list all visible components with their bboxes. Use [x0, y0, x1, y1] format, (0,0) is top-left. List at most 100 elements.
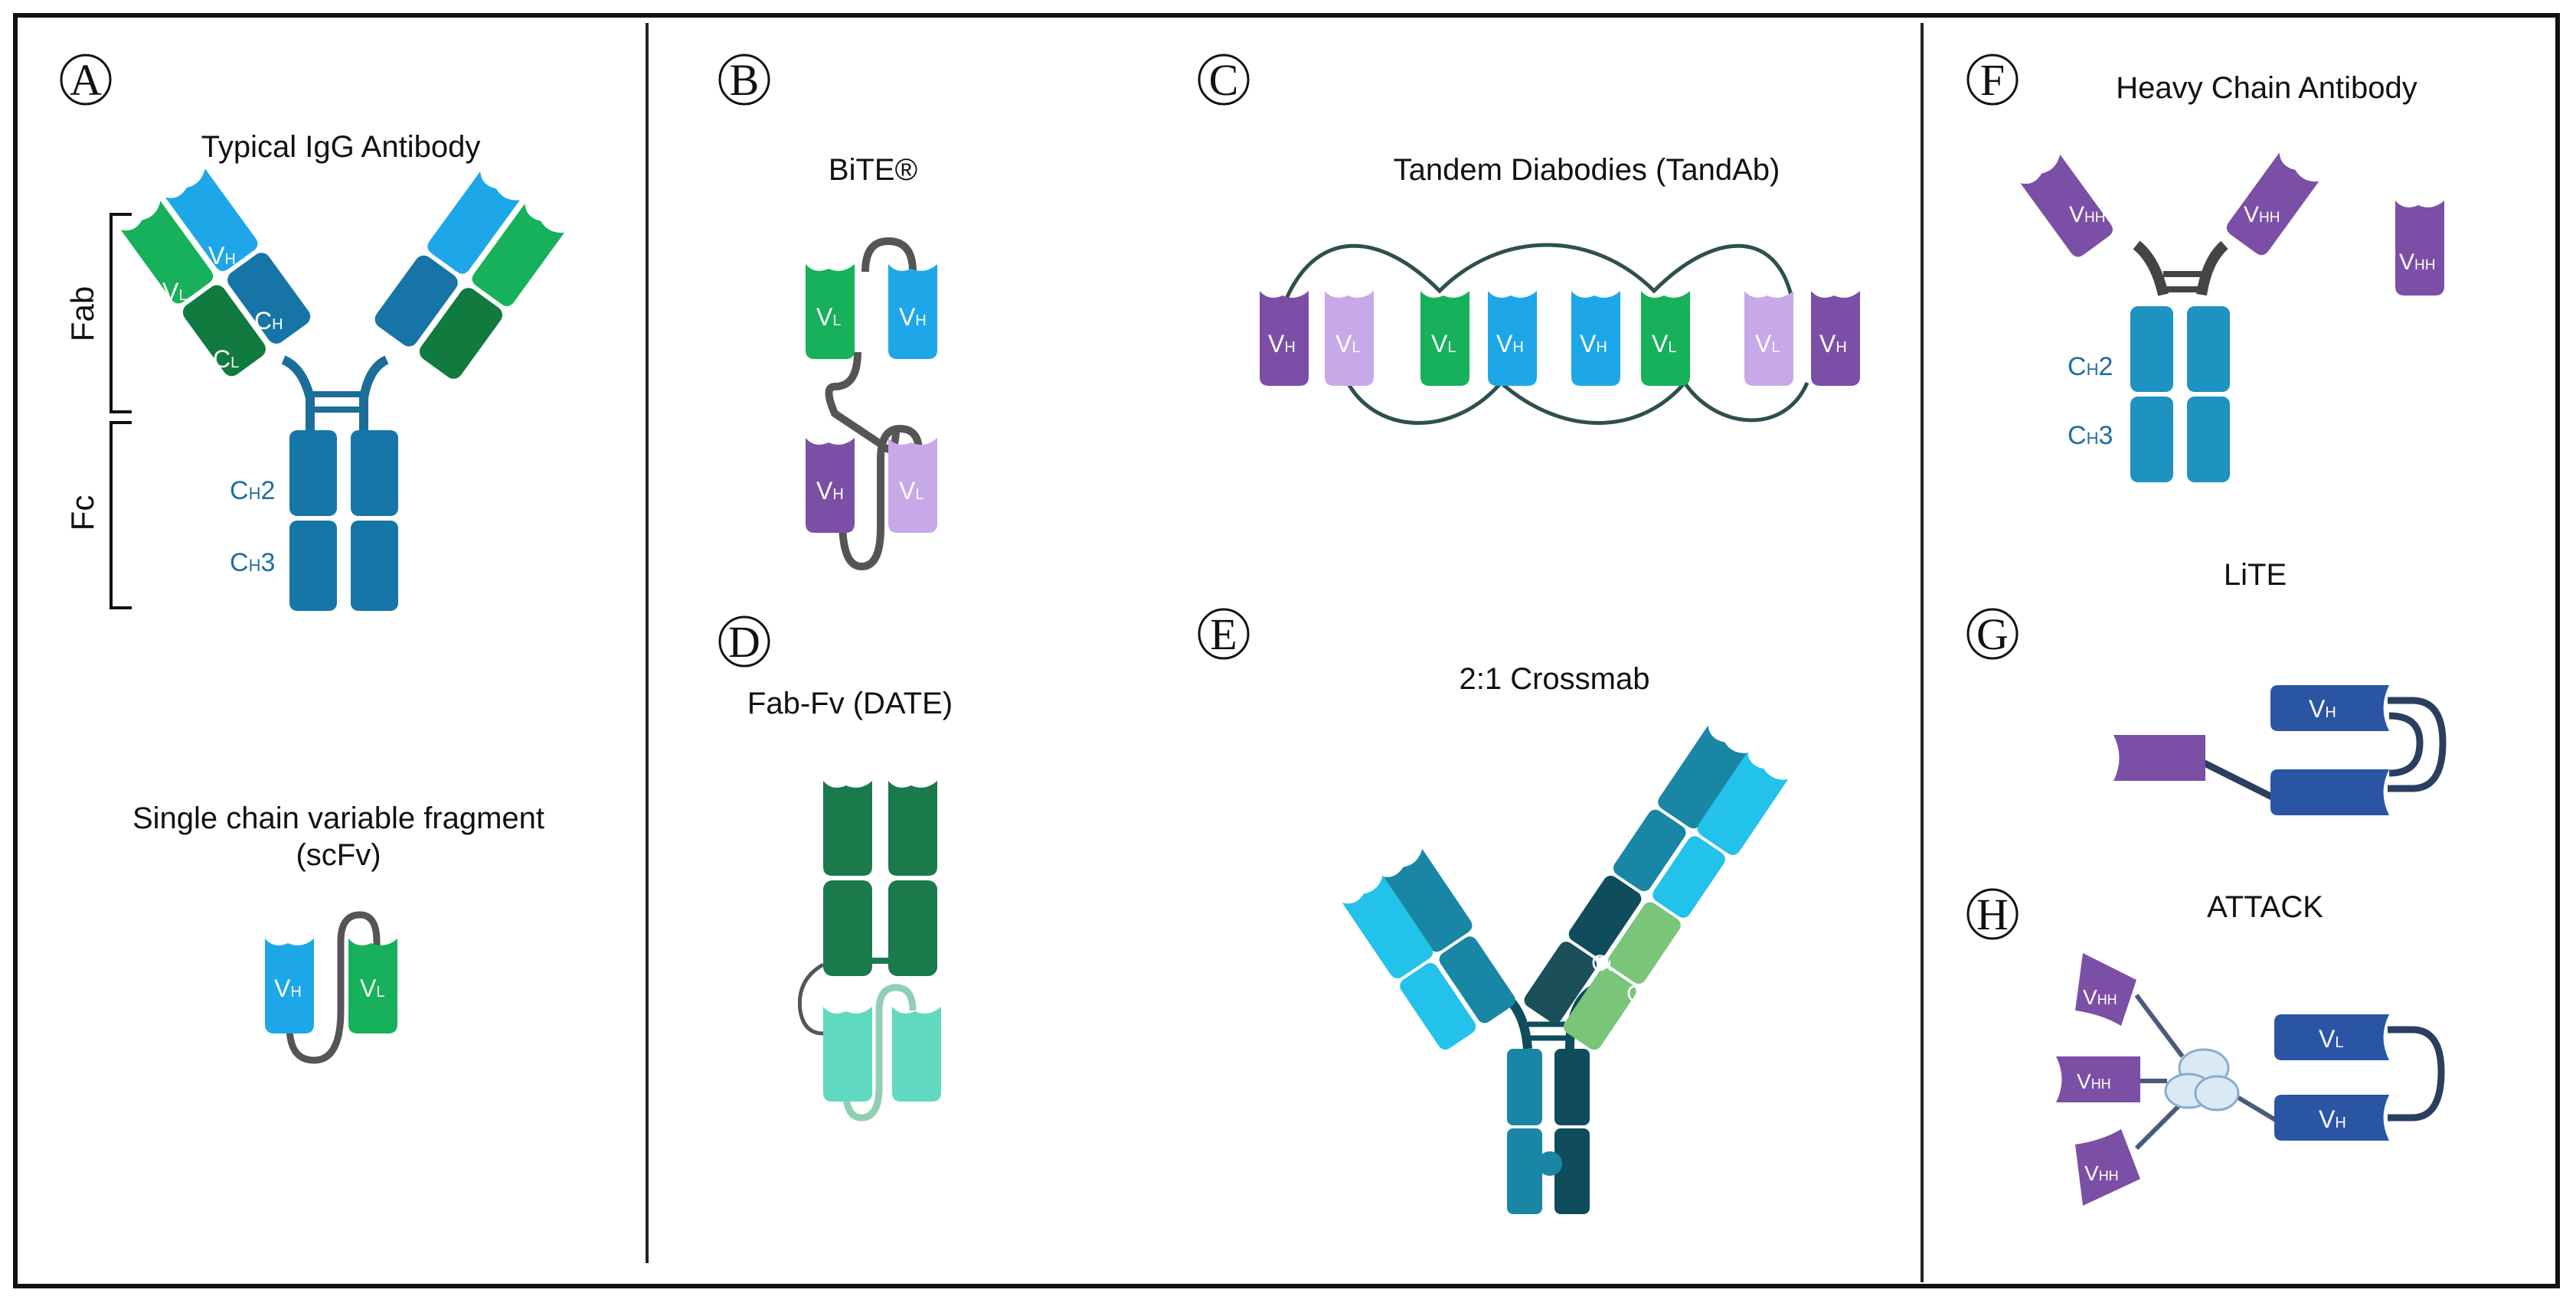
lite-linker: [2199, 712, 2424, 804]
panel-h-title: ATTACK: [2207, 890, 2323, 924]
panel-g-title: LiTE: [2224, 558, 2287, 592]
ch3-label: CH3: [230, 548, 275, 577]
attack-trimer: [2164, 1048, 2240, 1112]
panel-letter-h: H: [1976, 890, 2009, 939]
attack-vh: [2274, 1095, 2389, 1141]
ch2-label: CH2: [230, 476, 275, 505]
attack-vhh-label-1: VHH: [2083, 985, 2117, 1009]
hcab-vhh-left: [2020, 154, 2117, 260]
fc-bracket: [110, 421, 132, 609]
crossmab-ch3-right: [1554, 1128, 1590, 1214]
vl-label-b2: VL: [899, 477, 924, 504]
panel-letter-e: E: [1210, 609, 1237, 659]
tandab-vl-2: VL: [1431, 330, 1456, 358]
crossmab-arm-left: [1342, 848, 1515, 1050]
ch3-left: [289, 521, 337, 611]
date-fv-linker: [842, 984, 917, 1122]
vl-label-b: VL: [816, 303, 841, 331]
lite-purple: [2113, 735, 2205, 781]
hcab-vhh-label-right: VHH: [2244, 202, 2280, 227]
lite-vl: [2270, 769, 2389, 815]
tandab-vh-3: VH: [1580, 330, 1607, 358]
scfv-title-line1: Single chain variable fragment: [132, 802, 544, 835]
panel-letter-a: A: [70, 55, 102, 105]
ch-label-a: CH: [254, 307, 283, 335]
attack-vhh-bottom: [2075, 1129, 2140, 1206]
attack-vhh-label-2: VHH: [2077, 1069, 2111, 1093]
tandab-vl-1: VL: [1335, 330, 1360, 358]
crossmab-cl-label: CL: [1591, 951, 1616, 976]
panel-e: E 2:1 Crossmab CL CH: [1198, 608, 1788, 1214]
hinge-left: [281, 355, 315, 436]
tandab-vh-4: VH: [1819, 330, 1847, 358]
panel-f-title: Heavy Chain Antibody: [2116, 71, 2417, 105]
ch2-left: [289, 430, 337, 516]
panel-letter-f: F: [1980, 55, 2005, 105]
panel-e-title: 2:1 Crossmab: [1460, 662, 1650, 696]
fab-arm-left: [120, 168, 311, 377]
crossmab-ch-label: CH: [1626, 981, 1653, 1007]
attack-vh-label: VH: [2319, 1105, 2346, 1133]
crossmab-ch3-left: [1507, 1128, 1542, 1214]
panel-d-title: Fab-Fv (DATE): [747, 687, 953, 720]
hcab-ch2-label: CH2: [2068, 352, 2113, 381]
crossmab-ch2-right: [1554, 1049, 1590, 1125]
hcab-hinge-right: [2196, 240, 2228, 296]
attack-loop: [2388, 1026, 2445, 1122]
panel-b: B BiTE® VL VH VH VL: [718, 54, 937, 571]
ch2-right: [351, 430, 398, 516]
attack-vhh-mid: [2056, 1056, 2140, 1102]
vh-label-scfv: VH: [274, 975, 302, 1002]
panel-letter-d: D: [728, 617, 760, 667]
nanobody-vhh: [2395, 201, 2444, 295]
panel-letter-b: B: [730, 55, 760, 105]
panel-d: D Fab-Fv (DATE): [718, 615, 953, 1122]
vh-label-a: VH: [208, 242, 236, 269]
crossmab-ch2-left: [1507, 1049, 1542, 1125]
hcab-vhh-right: [2223, 152, 2319, 259]
lite-vh: [2270, 685, 2389, 731]
panel-letter-g: G: [1976, 609, 2009, 659]
panel-a-title: Typical IgG Antibody: [201, 130, 481, 164]
panel-letter-c: C: [1209, 55, 1239, 105]
hcab-vhh-label-left: VHH: [2069, 202, 2105, 227]
attack-vhh-label-3: VHH: [2084, 1161, 2119, 1185]
tandab-linker-top: [1284, 243, 1794, 300]
fc-label: Fc: [64, 495, 100, 531]
hcab-hinge-left: [2133, 240, 2169, 296]
panel-f: F Heavy Chain Antibody CH2 CH3 VHH VHH V…: [1966, 54, 2444, 482]
lite-loop: [2388, 697, 2447, 792]
fab-label: Fab: [64, 286, 100, 341]
panel-a: A Typical IgG Antibody Fab Fc CH2 CH3 VH…: [60, 54, 565, 611]
scfv-title-line2: (scFv): [296, 838, 381, 872]
fab-bracket: [110, 213, 132, 413]
crossmab-knob: [1538, 1151, 1562, 1176]
panel-b-title: BiTE®: [829, 153, 917, 187]
fab-arm-right: [374, 171, 565, 379]
vl-label-scfv: VL: [360, 975, 384, 1002]
lite-vh-label: VH: [2309, 695, 2336, 723]
crossmab-arm-right: [1524, 725, 1788, 1050]
hcab-ch3-left: [2130, 397, 2173, 482]
date-linker-left: [797, 962, 825, 1036]
scfv-linker: [286, 911, 381, 1064]
date-ch-right: [888, 880, 937, 976]
tandab-vh-2: VH: [1496, 330, 1524, 358]
scfv: Single chain variable fragment (scFv) VH…: [132, 802, 544, 1064]
panel-c: C Tandem Diabodies (TandAb) VH VL VL VH …: [1198, 54, 1860, 425]
panel-g: LiTE G VH: [1966, 558, 2447, 815]
attack-vl: [2274, 1014, 2389, 1060]
outer-border: [13, 13, 2560, 1288]
tandab-vl-4: VL: [1755, 330, 1780, 358]
hcab-ch2-right: [2187, 306, 2230, 392]
hcab-ch2-left: [2130, 306, 2173, 392]
panel-h: H ATTACK VHH VHH VHH VL VH: [1966, 888, 2445, 1206]
date-ch-left: [823, 880, 872, 976]
vh-label-b: VH: [899, 303, 927, 331]
hinge-right: [359, 355, 389, 436]
panel-c-title: Tandem Diabodies (TandAb): [1394, 153, 1780, 187]
tandab-linker-bottom: [1345, 379, 1809, 425]
hcab-ch3-label: CH3: [2068, 421, 2113, 450]
tandab-vl-3: VL: [1652, 330, 1676, 358]
